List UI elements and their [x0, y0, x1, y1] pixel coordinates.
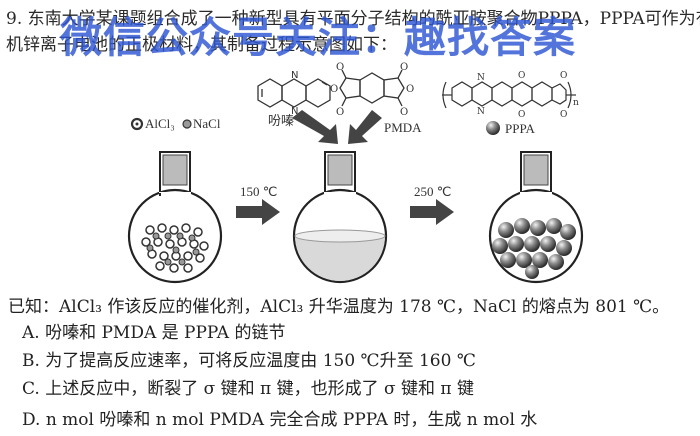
svg-text:N: N: [477, 73, 485, 83]
svg-text:n: n: [573, 98, 579, 108]
svg-text:O: O: [560, 71, 567, 81]
legend-alcl3-label: AlCl₃: [145, 116, 175, 131]
svg-text:O: O: [406, 84, 414, 95]
svg-text:O: O: [330, 84, 338, 95]
known-conditions: 已知：AlCl₃ 作该反应的催化剂，AlCl₃ 升华温度为 178 ℃，NaCl…: [8, 297, 670, 317]
flask-1: [127, 151, 223, 284]
option-c: C. 上述反应中，断裂了 σ 键和 π 键，也形成了 σ 键和 π 键: [22, 379, 474, 399]
pmda-label: PMDA: [384, 120, 422, 135]
legend-alcl3-marker: [130, 117, 144, 131]
question-line-1: 9. 东南大学某课题组合成了一种新型具有平面分子结构的酰亚胺聚合物PPPA，PP…: [6, 9, 700, 29]
option-b: B. 为了提高反应速率，可将反应温度由 150 ℃升至 160 ℃: [22, 351, 476, 371]
flask-3: [488, 151, 584, 284]
temp-250-label: 250 ℃: [414, 184, 452, 199]
converge-arrow-right: [348, 110, 382, 144]
svg-text:O: O: [336, 107, 344, 118]
pppa-legend-label: PPPA: [505, 121, 535, 136]
legend-nacl-marker: [182, 119, 192, 129]
temp-150-label: 150 ℃: [240, 184, 278, 199]
legend-nacl-label: NaCl: [193, 116, 221, 131]
pppa-structure: [442, 81, 576, 109]
svg-text:N: N: [477, 107, 485, 117]
watermark: 微信公众号关注：趣找答案: [60, 13, 577, 62]
svg-text:O: O: [518, 110, 525, 120]
option-a: A. 吩嗪和 PMDA 是 PPPA 的链节: [22, 323, 286, 343]
svg-text:N: N: [291, 70, 298, 81]
svg-text:O: O: [518, 71, 525, 81]
arrow-150: [236, 199, 280, 225]
svg-text:N: N: [291, 106, 298, 117]
svg-text:O: O: [560, 110, 567, 120]
svg-text:O: O: [400, 62, 408, 73]
pppa-particles: [492, 218, 576, 279]
question-line-2: 机锌离子电池的正极材料，其制备过程示意图如下：: [6, 35, 397, 55]
option-d: D. n mol 吩嗪和 n mol PMDA 完全合成 PPPA 时，生成 n…: [22, 410, 538, 430]
phenazine-label: 吩嗪: [268, 113, 295, 128]
flask-2: [292, 151, 388, 284]
pmda-structure: [339, 69, 405, 107]
converge-arrow-left: [292, 110, 338, 144]
arrow-250: [410, 199, 454, 225]
reaction-diagram: N N O O O O O O O O O O N N n: [127, 62, 584, 284]
svg-text:O: O: [336, 62, 344, 73]
pppa-legend-sphere: [486, 121, 500, 135]
svg-text:O: O: [400, 107, 408, 118]
phenazine-structure: [257, 78, 331, 108]
